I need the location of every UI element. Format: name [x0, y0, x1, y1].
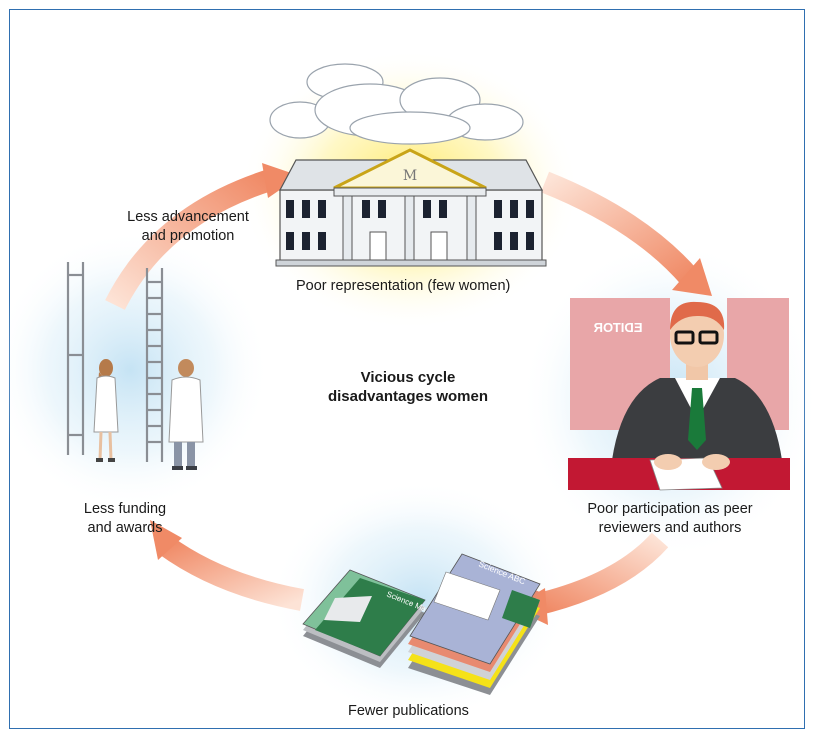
- label-poor-participation: Poor participation as peer reviewers and…: [565, 500, 775, 538]
- label-less-advancement: Less advancement and promotion: [118, 208, 258, 246]
- center-title: Vicious cycle disadvantages women: [318, 368, 498, 406]
- arrow-to-representation: [105, 169, 274, 311]
- label-less-advancement-line1: Less advancement: [127, 209, 249, 225]
- arrow-to-publications: [532, 532, 669, 616]
- arrow-head-representation: [262, 163, 300, 198]
- scientist-woman-icon: [93, 359, 119, 462]
- center-title-line2: disadvantages women: [327, 388, 489, 405]
- museum-building-icon: M: [275, 148, 547, 267]
- cycle-arrows: [105, 163, 712, 625]
- label-fewer-publications: Fewer publications: [348, 703, 469, 719]
- label-less-funding-line1: Less funding: [83, 501, 167, 517]
- arrow-to-editor: [540, 171, 699, 286]
- label-poor-participation-line2: reviewers and authors: [598, 520, 742, 536]
- label-less-advancement-line2: and promotion: [141, 228, 235, 244]
- label-less-funding: Less funding and awards: [70, 500, 180, 538]
- editor-sign: EDITOR: [593, 320, 642, 335]
- editor-man-icon: EDITOR: [568, 298, 790, 491]
- scientist-man-icon: [168, 359, 204, 470]
- center-title-line1: Vicious cycle: [360, 369, 456, 386]
- cloud-icon: [269, 63, 524, 145]
- arrow-head-editor: [672, 258, 712, 296]
- label-poor-participation-line1: Poor participation as peer: [587, 501, 753, 517]
- label-poor-representation: Poor representation (few women): [296, 278, 511, 294]
- arrow-head-funding: [150, 520, 182, 560]
- building-letter: M: [403, 168, 417, 184]
- ladder-icon: [66, 262, 164, 462]
- arrow-to-funding: [158, 536, 304, 611]
- label-less-funding-line2: and awards: [87, 520, 163, 536]
